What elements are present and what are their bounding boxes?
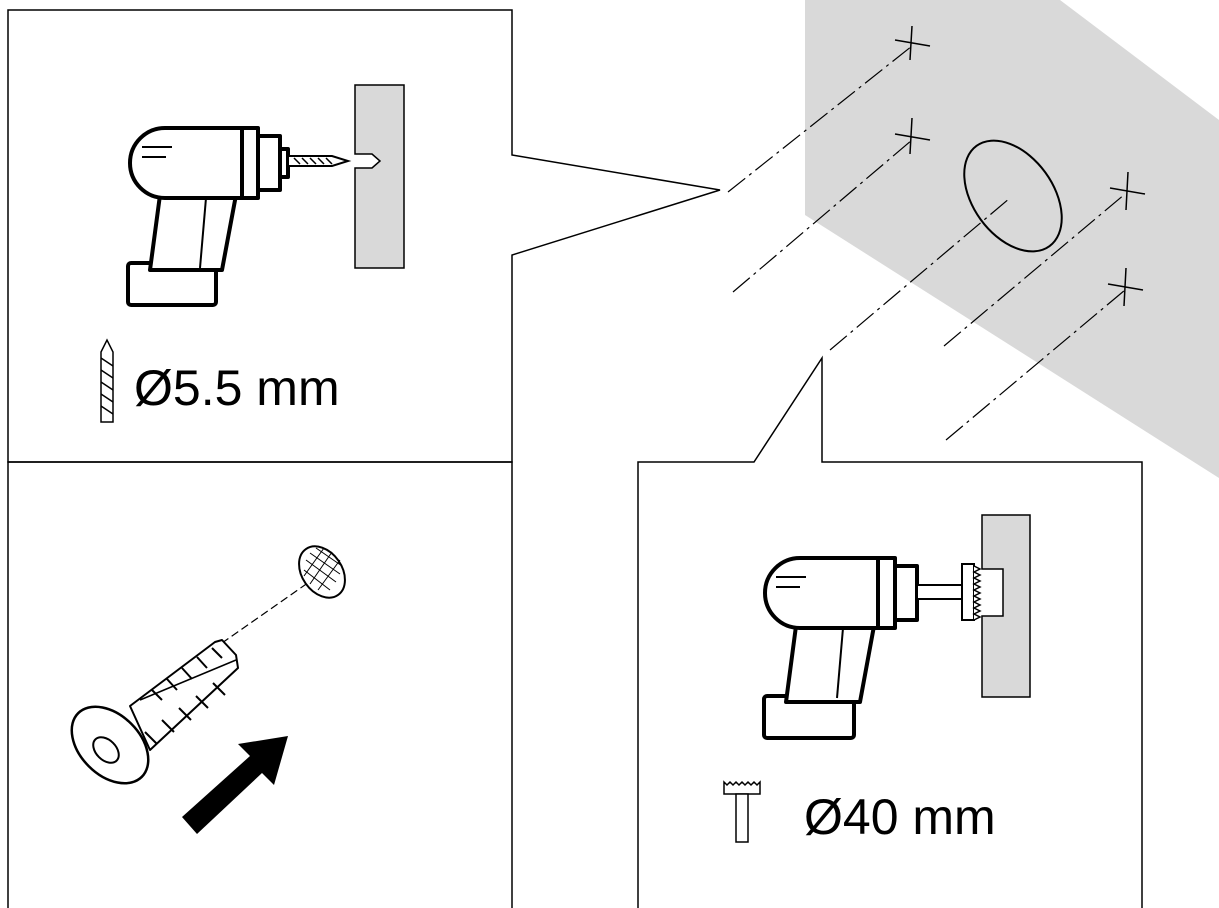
hole-saw-size-icon <box>723 780 761 843</box>
drill-bit-icon <box>287 155 352 167</box>
projection-lines <box>727 45 1126 441</box>
drill-bit-size-icon <box>100 338 114 423</box>
screw-hole-mark-icon <box>894 25 1146 307</box>
drill-with-hole-saw-icon <box>762 556 919 740</box>
plug-guide-line <box>211 579 313 651</box>
drill-bit-diameter-label: Ø5.5 mm <box>134 360 340 416</box>
wall-icon <box>805 0 1219 478</box>
plug-hole-target-icon <box>298 545 346 599</box>
drill-icon <box>126 126 290 307</box>
wall-section-icon <box>354 84 405 269</box>
insert-arrow-icon <box>182 736 288 834</box>
hole-saw-icon <box>916 563 982 621</box>
wall-recess-icon <box>981 514 1031 698</box>
wall-plug-icon <box>70 639 239 785</box>
center-hole <box>963 139 1063 253</box>
hole-saw-callout <box>637 355 1143 908</box>
hole-saw-diameter-label: Ø40 mm <box>804 789 996 845</box>
wall-plug-panel <box>7 461 513 908</box>
